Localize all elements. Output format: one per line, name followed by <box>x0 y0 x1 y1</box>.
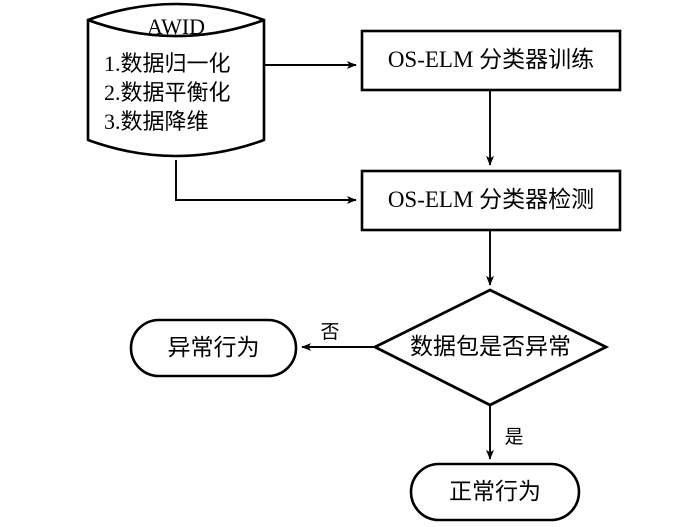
normal-behavior-label: 正常行为 <box>449 479 541 504</box>
awid-datastore-item-1: 1.数据归一化 <box>104 51 231 76</box>
oselm-train-shape[interactable] <box>360 29 622 92</box>
edge-label-no: 否 <box>320 322 340 343</box>
packet-decision-label: 数据包是否异常 <box>410 334 571 359</box>
edge-awid-to-detect <box>175 160 357 204</box>
oselm-train-label: OS-ELM 分类器训练 <box>387 47 595 72</box>
edge-label-yes: 是 <box>504 427 524 448</box>
awid-datastore-shape[interactable] <box>86 2 266 158</box>
abnormal-behavior-shape[interactable] <box>129 318 298 378</box>
abnormal-behavior-label: 异常行为 <box>167 335 260 360</box>
oselm-detect-shape[interactable] <box>360 169 622 232</box>
awid-datastore-title: AWID <box>146 14 206 39</box>
normal-behavior-shape[interactable] <box>409 462 581 522</box>
awid-datastore-item-3: 3.数据降维 <box>104 109 209 134</box>
awid-datastore-item-2: 2.数据平衡化 <box>104 80 231 105</box>
oselm-detect-label: OS-ELM 分类器检测 <box>387 187 595 212</box>
